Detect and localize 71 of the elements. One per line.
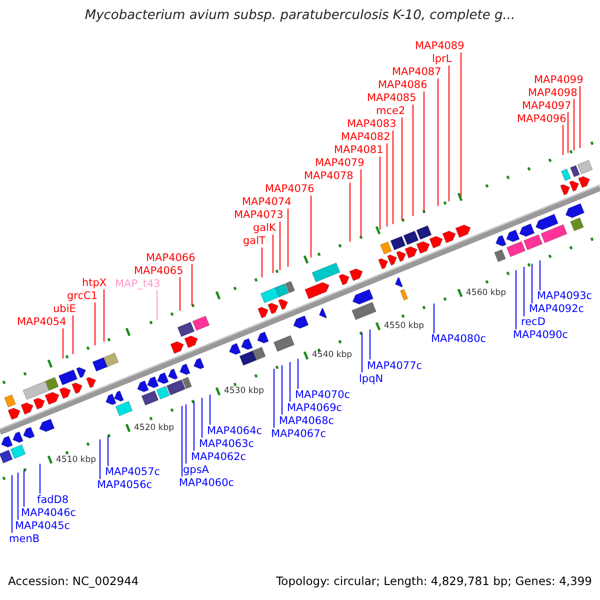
gene-label: MAP4065: [134, 265, 184, 278]
gene-label: MAP4054: [17, 316, 66, 328]
gene-label: MAP4078: [304, 170, 354, 182]
accession-text: Accession: NC_002944: [8, 575, 139, 587]
gene-label: MAP4070c: [295, 388, 350, 401]
title: Mycobacterium avium subsp. paratuberculosis K-10, complete g...: [84, 8, 516, 24]
scale-label: 4510 kbp: [56, 454, 96, 466]
gene-label: MAP4087: [392, 66, 442, 78]
gene-label: MAP4073: [234, 209, 284, 222]
gene-label: MAP4066: [146, 252, 196, 264]
scale-label: 4540 kbp: [312, 349, 352, 362]
leader-line: [386, 142, 388, 228]
gene-label: MAP4069c: [287, 402, 342, 414]
gene-label: MAP4079: [315, 157, 364, 170]
scale-label: 4560 kbp: [466, 286, 506, 299]
gene-label: lprL: [432, 53, 452, 66]
leader-line: [412, 104, 414, 217]
gene-label: MAP4081: [334, 144, 384, 156]
leader-line: [448, 64, 450, 202]
gene-label: MAP4046c: [21, 506, 76, 519]
gene-label: MAP4090c: [513, 329, 568, 342]
gene-label: MAP4085: [367, 92, 416, 104]
gene-label: MAP4098: [528, 87, 578, 100]
gene-label: galT: [243, 235, 266, 248]
gene-label: MAP4086: [378, 79, 428, 92]
gene-label: galK: [253, 222, 276, 234]
gene-label: fadD8: [37, 494, 69, 506]
leader-line: [562, 124, 564, 156]
leader-line: [72, 314, 74, 355]
gene-label: MAP4056c: [97, 479, 152, 492]
gene-label: htpX: [82, 277, 107, 290]
gene-label: MAP4076: [265, 183, 314, 196]
gene-label: MAP4063c: [199, 438, 254, 450]
gene-label: MAP4092c: [529, 303, 584, 316]
gene-label: MAP4067c: [271, 428, 326, 440]
gene-label: gpsA: [183, 464, 209, 476]
gene-label: MAP4068c: [279, 414, 334, 427]
leader-line: [360, 168, 362, 238]
gene-label: MAP4097: [522, 100, 572, 112]
leader-line: [460, 52, 462, 197]
summary-text: Topology: circular; Length: 4,829,781 bp; Genes: 4,399: [276, 575, 592, 587]
gene-label: MAP4089: [415, 40, 464, 52]
scale-label: 4530 kbp: [224, 385, 264, 398]
scale-label: 4520 kbp: [134, 422, 174, 434]
gene-label: MAP4093c: [537, 290, 592, 302]
gene-label: MAP4074: [242, 196, 292, 208]
leader-line: [392, 130, 394, 225]
gene-label: MAP4045c: [15, 520, 70, 532]
gene-label: MAP4082: [341, 131, 390, 144]
gene-label: MAP_t43: [115, 278, 160, 290]
leader-line: [310, 194, 312, 258]
gene-label: MAP4060c: [179, 476, 234, 489]
gene-label: MAP4080c: [431, 333, 486, 346]
gene-label: grcC1: [67, 290, 98, 302]
leader-line: [272, 234, 274, 274]
scale-label: 4550 kbp: [384, 320, 424, 332]
leader-line: [62, 328, 64, 359]
gene-label: mce2: [376, 105, 406, 118]
gene-label: MAP4099: [534, 74, 584, 86]
gene-label: lpqN: [359, 372, 384, 385]
leader-line: [156, 290, 158, 321]
leader-line: [94, 302, 96, 346]
gene-label: MAP4077c: [367, 360, 422, 372]
gene-label: MAP4062c: [191, 450, 246, 463]
gene-label: ubiE: [53, 303, 76, 316]
gene-label: recD: [521, 316, 546, 328]
gene-label: MAP4064c: [207, 424, 262, 437]
gene-label: MAP4096: [517, 113, 566, 126]
gene-label: MAP4083: [347, 118, 396, 130]
gene-label: MAP4057c: [105, 466, 160, 478]
gene-label: menB: [9, 532, 40, 545]
